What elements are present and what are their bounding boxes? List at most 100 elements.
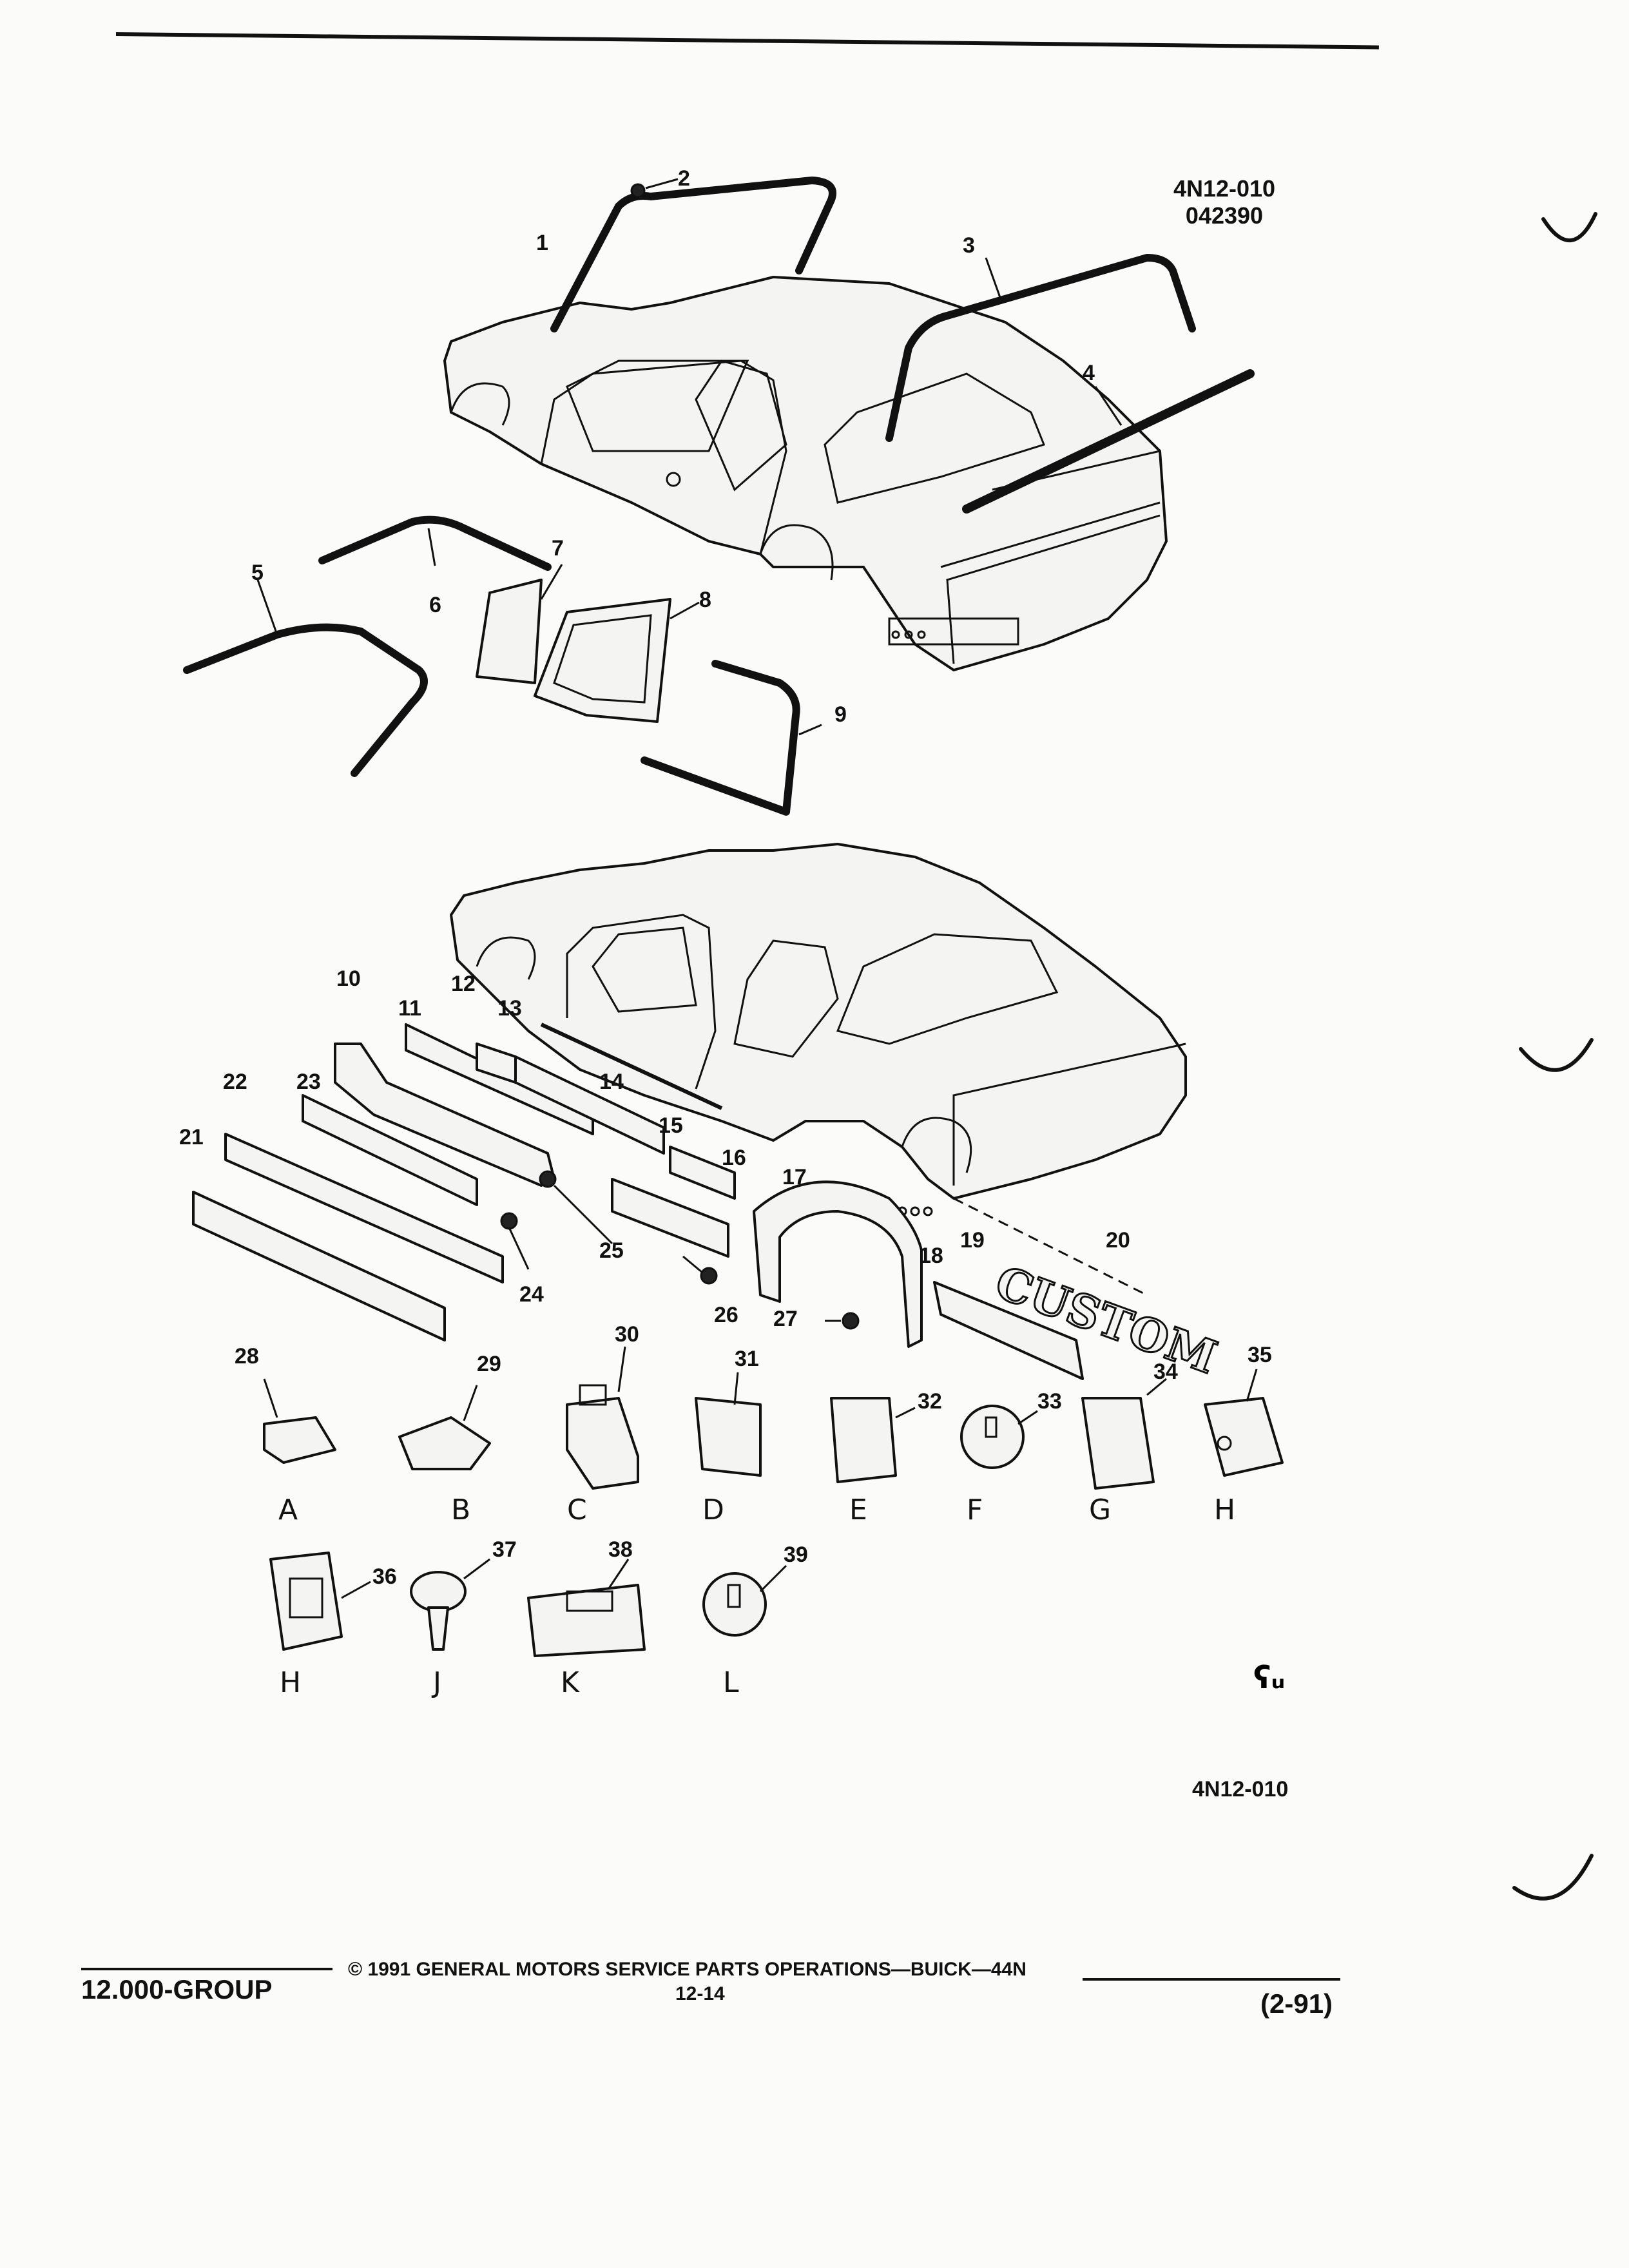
part-18-wheel-opening-molding [753, 1180, 923, 1348]
part-9-weatherstrip [641, 660, 800, 816]
callout-26: 26 [714, 1303, 738, 1327]
part-16-molding [669, 1146, 736, 1200]
letter-h: H [1214, 1494, 1236, 1526]
callout-1: 1 [536, 231, 548, 255]
callout-38: 38 [608, 1537, 633, 1562]
callout-21: 21 [179, 1125, 204, 1149]
footer-copyright: © 1991 GENERAL MOTORS SERVICE PARTS OPER… [348, 1959, 1027, 1980]
part-36-clip-h [269, 1552, 371, 1651]
part-17-molding [611, 1178, 729, 1258]
callout-14: 14 [599, 1070, 624, 1094]
part-5-drip-molding [183, 623, 428, 777]
callout-4: 4 [1083, 361, 1095, 385]
callout-12: 12 [451, 972, 476, 996]
margin-tick-3 [1512, 1854, 1594, 1901]
callout-16: 16 [722, 1146, 746, 1170]
symbol-mark: ʕᵤ [1253, 1660, 1285, 1696]
letter-k: K [561, 1666, 579, 1699]
callout-5: 5 [251, 561, 264, 585]
part-37-screw-j [410, 1558, 490, 1651]
callout-13: 13 [497, 996, 522, 1021]
callout-33: 33 [1037, 1389, 1062, 1414]
callout-22: 22 [223, 1070, 247, 1094]
part-38-clip-k [527, 1559, 646, 1657]
letter-e: E [849, 1494, 867, 1526]
margin-tick-2 [1519, 1038, 1594, 1072]
part-31-clip-d [695, 1372, 762, 1477]
part-30-clip-c [566, 1346, 639, 1490]
callout-10: 10 [336, 966, 361, 991]
part-28-clip-a [263, 1378, 336, 1464]
footer-rule-right [1083, 1978, 1340, 1981]
part-1-windshield-molding [550, 177, 836, 332]
margin-tick-1 [1541, 212, 1597, 242]
diagram-code-header: 4N12-010 042390 [1147, 175, 1302, 229]
lower-car-body [450, 843, 1187, 1216]
callout-18: 18 [919, 1244, 943, 1268]
callout-31: 31 [735, 1347, 759, 1371]
callout-27: 27 [773, 1307, 798, 1331]
callout-9: 9 [834, 702, 847, 727]
diagram-date-code: 042390 [1185, 202, 1264, 229]
letter-b: B [451, 1494, 471, 1526]
part-39-clip-l [702, 1564, 787, 1637]
part-23-rocker-molding [302, 1094, 478, 1206]
part-7-quarter-window-seal [476, 579, 543, 684]
part-4-deck-molding [962, 369, 1255, 514]
part-27-fastener [825, 1312, 860, 1330]
callout-36: 36 [372, 1564, 397, 1589]
part-21-rocker-molding [192, 1191, 446, 1341]
callout-6: 6 [429, 593, 441, 617]
figure-code: 4N12-010 [1192, 1777, 1289, 1802]
part-29-clip-b [398, 1385, 491, 1470]
letter-l: L [723, 1666, 739, 1699]
callout-17: 17 [782, 1165, 807, 1189]
part-19-emblem-plate [933, 1281, 1084, 1380]
callout-30: 30 [615, 1322, 639, 1347]
footer-rule-left [81, 1968, 333, 1970]
footer-revision: (2-91) [1260, 1988, 1333, 2019]
callout-28: 28 [235, 1344, 259, 1369]
callout-34: 34 [1153, 1360, 1178, 1384]
letter-c: C [567, 1494, 587, 1526]
callout-37: 37 [492, 1537, 517, 1562]
callout-24: 24 [519, 1282, 544, 1307]
letter-d: D [702, 1494, 724, 1526]
part-25-fastener [539, 1170, 613, 1245]
callout-11: 11 [398, 996, 421, 1021]
callout-20: 20 [1106, 1228, 1130, 1253]
part-8-window-assembly [534, 598, 700, 723]
callout-3: 3 [963, 233, 975, 258]
part-22-rocker-molding [224, 1133, 504, 1283]
part-6-roof-molding [318, 515, 552, 571]
part-3-back-window-molding [885, 254, 1196, 442]
callout-2: 2 [678, 166, 690, 191]
part-32-clip-e [830, 1397, 916, 1483]
part-34-clip-g [1081, 1378, 1167, 1490]
callout-8: 8 [699, 588, 711, 612]
part-35-clip-h [1204, 1369, 1284, 1477]
callout-39: 39 [784, 1542, 808, 1567]
part-14-door-molding [514, 1055, 665, 1155]
letter-j: J [433, 1666, 441, 1699]
part-2-clip [630, 183, 646, 198]
callout-35: 35 [1248, 1343, 1272, 1367]
footer-page-number: 12-14 [675, 1983, 725, 2004]
callout-19: 19 [960, 1228, 985, 1253]
callout-15: 15 [659, 1113, 683, 1138]
callout-25: 25 [599, 1238, 624, 1263]
letter-h-2: H [280, 1666, 302, 1699]
callout-29: 29 [477, 1352, 501, 1376]
letter-a: A [278, 1494, 298, 1526]
letter-g: G [1089, 1494, 1112, 1526]
part-26-fastener [682, 1255, 718, 1285]
part-33-clip-f [960, 1405, 1038, 1469]
part-24-fastener [500, 1212, 530, 1270]
footer-group: 12.000-GROUP [81, 1974, 273, 2004]
callout-32: 32 [918, 1389, 942, 1414]
callout-7: 7 [552, 536, 564, 561]
callout-23: 23 [296, 1070, 321, 1094]
upper-car-body [443, 276, 1168, 671]
diagram-code: 4N12-010 [1173, 175, 1276, 202]
